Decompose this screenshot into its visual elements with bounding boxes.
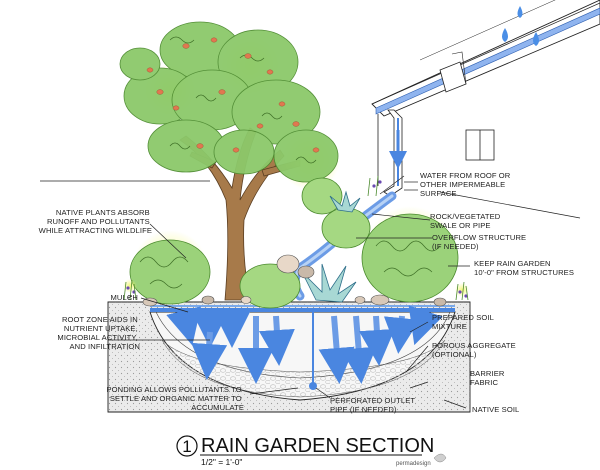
label-overflow: OVERFLOW STRUCTURE (IF NEEDED) (432, 233, 528, 251)
rain-drop-icon (533, 32, 539, 46)
perforated-outlet-pipe (309, 310, 317, 390)
leader-lines (40, 175, 581, 409)
label-perforated-pipe: PERFORATED OUTLET PIPE (IF NEEDED) (330, 396, 417, 414)
label-root-zone: ROOT ZONE AIDS IN NUTRIENT UPTAKE, MICRO… (57, 315, 140, 351)
labels: WATER FROM ROOF OR OTHER IMPERMEABLE SUR… (39, 171, 574, 414)
shrub-right (361, 206, 459, 303)
downspout (383, 109, 407, 197)
shrub-left (129, 230, 211, 306)
logo-text: permadesign (396, 461, 431, 467)
rain-drops (502, 6, 539, 46)
tree-canopy (119, 21, 340, 190)
label-native-plants: NATIVE PLANTS ABSORB RUNOFF AND POLLUTAN… (39, 208, 152, 235)
logo: permadesign (396, 453, 447, 467)
water-arrow (383, 315, 420, 354)
label-prepared-soil: PREPARED SOIL MIXTURE (432, 313, 496, 331)
rain-drop-icon (502, 28, 508, 42)
title-block: 1 RAIN GARDEN SECTION 1/2" = 1'-0" perma… (176, 435, 447, 467)
label-keep-distance: KEEP RAIN GARDEN 10'-0" FROM STRUCTURES (474, 259, 574, 277)
house-roof (371, 0, 600, 117)
water-arrow (358, 315, 395, 366)
label-rock-swale: ROCK/VEGETATED SWALE OR PIPE (430, 212, 503, 230)
label-mulch: MULCH (110, 293, 138, 302)
shrub-center (239, 177, 371, 309)
label-water-from-roof: WATER FROM ROOF OR OTHER IMPERMEABLE SUR… (420, 171, 513, 198)
section-number-circle (176, 435, 198, 457)
rocks (142, 254, 447, 307)
window (465, 129, 495, 161)
section-number: 1 (182, 437, 191, 456)
infiltration-arrows (166, 305, 443, 384)
leaf-icon (433, 453, 447, 463)
label-barrier-fabric: BARRIER FABRIC (470, 369, 507, 387)
label-ponding: PONDING ALLOWS POLLUTANTS TO SETTLE AND … (106, 385, 244, 412)
blue-agave (301, 190, 361, 303)
label-porous-aggregate: POROUS AGGREGATE (OPTIONAL) (432, 341, 518, 359)
water-arrow (191, 331, 228, 380)
water-arrow (318, 315, 355, 384)
label-native-soil: NATIVE SOIL (472, 405, 519, 414)
scale-note: 1/2" = 1'-0" (201, 457, 242, 467)
page-title: RAIN GARDEN SECTION (201, 435, 434, 457)
flowers (123, 175, 469, 301)
rain-drop-icon (517, 6, 523, 18)
water-arrow (340, 315, 377, 384)
water-arrow (166, 306, 202, 346)
water-arrow (258, 315, 295, 366)
